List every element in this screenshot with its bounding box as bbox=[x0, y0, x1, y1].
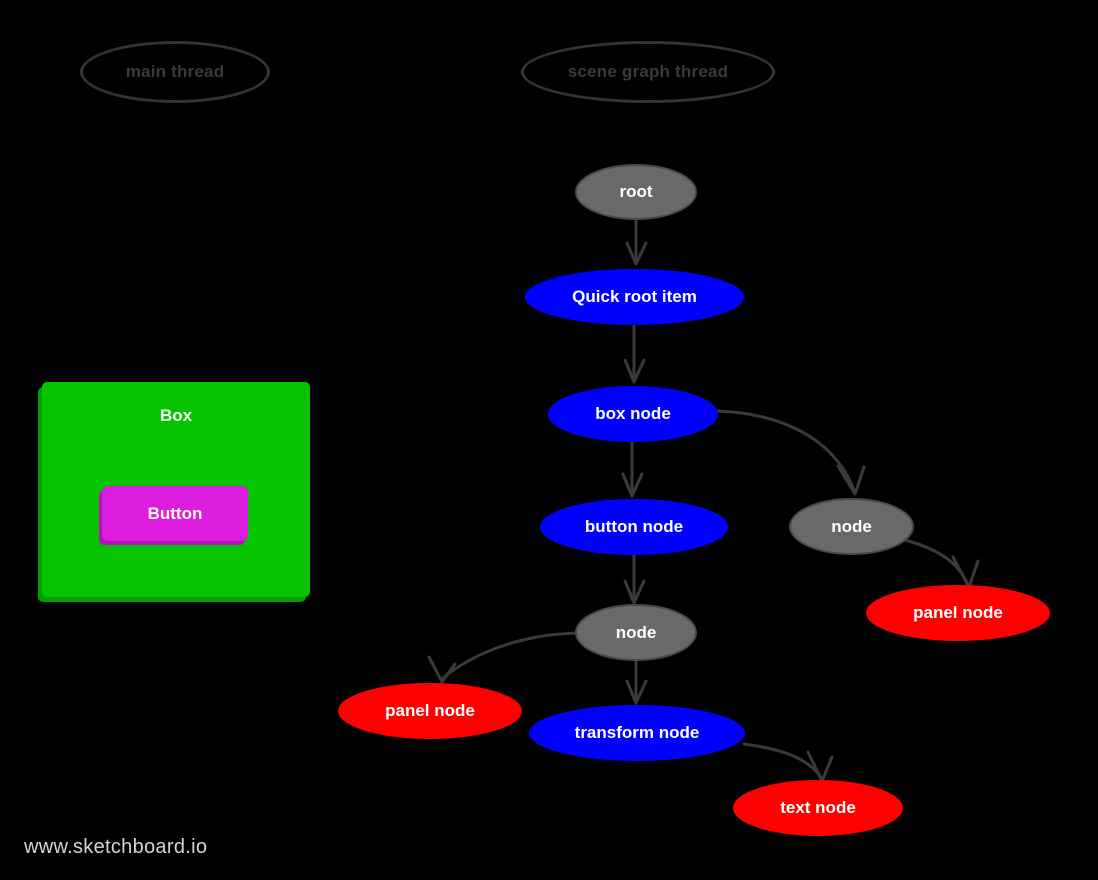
edge-button-node-to-node-center bbox=[623, 552, 646, 605]
edge-transform-node-to-text-node bbox=[742, 742, 834, 783]
box-widget-title: Box bbox=[159, 406, 193, 425]
thread-label-text: main thread bbox=[125, 62, 225, 81]
edge-node-right-to-panel-node-right bbox=[903, 538, 980, 589]
node-label: node bbox=[615, 622, 657, 642]
node-label: Quick root item bbox=[572, 287, 697, 306]
thread-label-text: scene graph thread bbox=[567, 62, 729, 81]
thread-label-main-thread[interactable]: main thread bbox=[80, 41, 270, 103]
edge-box-node-to-button-node bbox=[621, 439, 644, 498]
edge-root-to-quick-root-item bbox=[625, 217, 648, 266]
thread-label-scene-graph-thread[interactable]: scene graph thread bbox=[521, 41, 775, 103]
button-widget-label: Button bbox=[147, 503, 203, 523]
node-label: transform node bbox=[574, 723, 700, 742]
edge-quick-root-item-to-box-node bbox=[623, 323, 646, 384]
edge-node-center-to-transform-node bbox=[625, 658, 648, 705]
node-button-node[interactable]: button node bbox=[540, 499, 728, 555]
node-label: panel node bbox=[385, 701, 475, 720]
node-label: root bbox=[619, 182, 653, 201]
button-widget[interactable]: Button bbox=[102, 486, 248, 541]
node-root[interactable]: root bbox=[575, 164, 697, 220]
node-label: node bbox=[831, 516, 872, 536]
node-box-node[interactable]: box node bbox=[548, 386, 718, 442]
edge-box-node-to-node-right bbox=[715, 409, 866, 496]
node-node-right[interactable]: node bbox=[789, 498, 914, 555]
node-label: panel node bbox=[913, 603, 1003, 622]
node-label: text node bbox=[780, 798, 856, 817]
node-label: box node bbox=[595, 404, 671, 423]
box-widget[interactable]: Box Button bbox=[42, 382, 310, 597]
watermark: www.sketchboard.io bbox=[24, 836, 208, 858]
node-node-center[interactable]: node bbox=[575, 604, 697, 661]
edge-node-center-to-panel-node-left bbox=[427, 631, 580, 684]
node-label: button node bbox=[584, 517, 684, 536]
node-text-node[interactable]: text node bbox=[733, 780, 903, 836]
node-panel-node-right[interactable]: panel node bbox=[866, 585, 1050, 641]
node-quick-root-item[interactable]: Quick root item bbox=[525, 269, 744, 325]
node-transform-node[interactable]: transform node bbox=[529, 705, 745, 761]
node-panel-node-left[interactable]: panel node bbox=[338, 683, 522, 739]
